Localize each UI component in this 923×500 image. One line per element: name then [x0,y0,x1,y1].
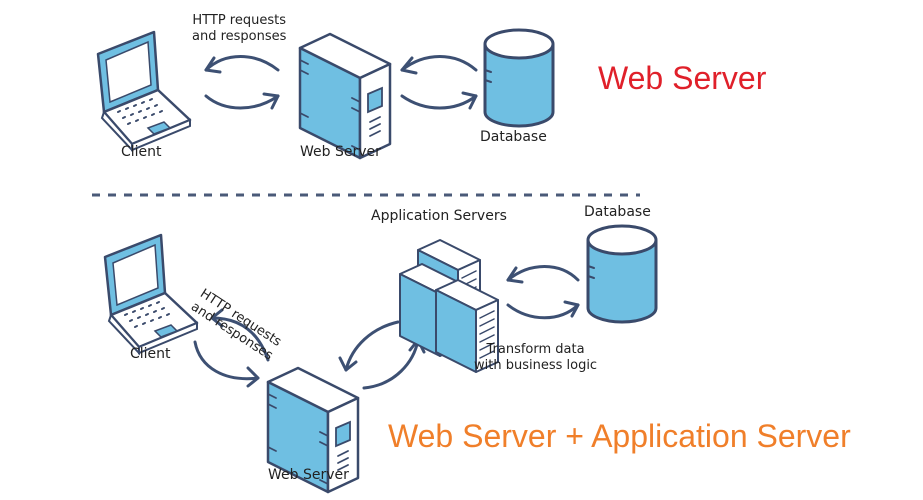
http-label-line1: HTTP requests [192,13,286,28]
app-db-arrows-icon [506,265,580,320]
app-arrows-icon [338,320,426,390]
http-arrows-icon [204,55,280,110]
database-icon [483,28,555,128]
app-servers-label: Application Servers [371,208,507,224]
web-server-label: Web Server [300,144,381,160]
database-icon-2 [586,224,658,324]
transform-line1: Transform data [486,342,585,357]
web-server-label-bottom: Web Server [268,467,349,483]
database-label-bottom: Database [584,204,651,220]
http-arrows-icon-2 [193,308,270,388]
transform-label: Transform data with business logic [474,342,597,373]
client-label: Client [121,144,162,160]
client-laptop-icon-2 [103,233,199,355]
client-label-bottom: Client [130,346,171,362]
web-server-icon [298,32,392,160]
database-label: Database [480,129,547,145]
title-web-server: Web Server [598,60,767,96]
db-arrows-icon [400,55,478,110]
client-laptop-icon [96,30,192,152]
title-web-app-server: Web Server + Application Server [388,418,851,454]
http-label-line2: and responses [192,28,287,44]
transform-line2: with business logic [474,357,598,373]
http-label-top: HTTP requests and responses [192,13,286,44]
